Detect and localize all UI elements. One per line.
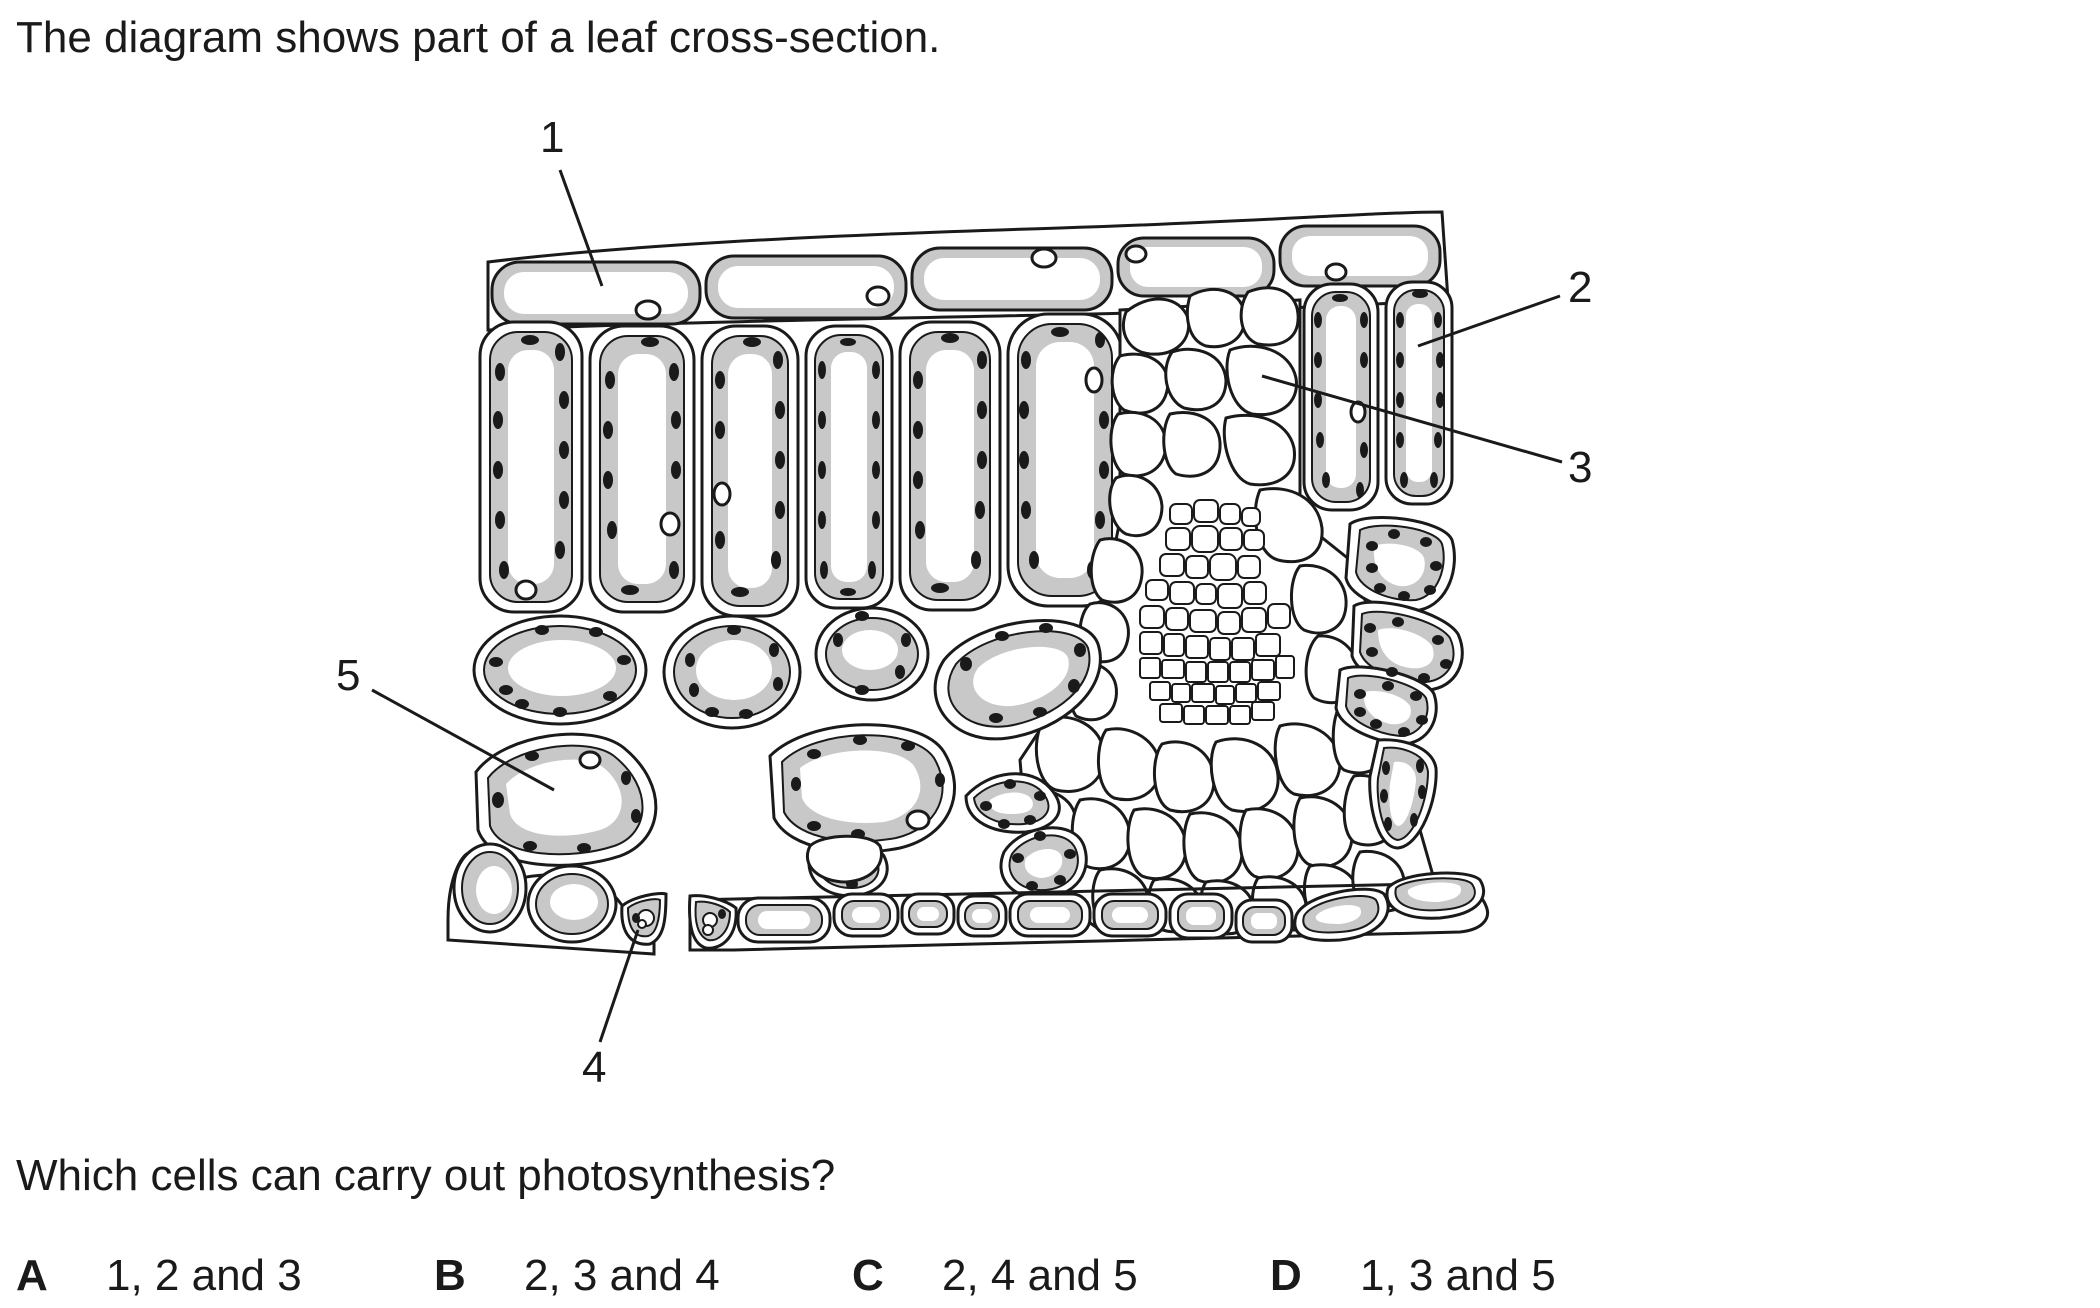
palisade-cell (1302, 282, 1380, 512)
label-lines (371, 169, 1563, 1043)
spongy-cell (814, 606, 930, 702)
option-letter: C (852, 1251, 884, 1300)
palisade-cell (588, 324, 696, 614)
palisade-cell (804, 324, 894, 610)
lower-epidermis-cell (526, 864, 618, 944)
label-3: 3 (1568, 443, 1592, 492)
lower-epidermis (446, 834, 1489, 956)
lower-epidermis-cell (956, 894, 1008, 938)
spongy-cell (472, 614, 648, 726)
spongy-cell (964, 772, 1061, 834)
label-5: 5 (336, 651, 360, 700)
guard-cell (620, 892, 668, 946)
lower-epidermis-cell (832, 892, 900, 938)
chloroplasts-spongy (489, 611, 1086, 891)
question-stem: Which cells can carry out photosynthesis… (16, 1151, 836, 1200)
label-text: 1 2 3 4 5 (336, 113, 1592, 1090)
palisade-layer (478, 280, 1454, 618)
lower-epidermis-cell (900, 892, 956, 936)
lower-epidermis-cell (1293, 887, 1390, 942)
guard-cell (688, 894, 738, 950)
option-letter: B (434, 1251, 466, 1300)
palisade-cell (478, 320, 584, 614)
leaf-cross-section-diagram: 1 2 3 4 5 (336, 113, 1592, 1090)
answer-options: A 1, 2 and 3 B 2, 3 and 4 C 2, 4 and 5 D 1, … (16, 1248, 1716, 1304)
option-d[interactable]: D 1, 3 and 5 (1270, 1248, 1556, 1304)
option-b[interactable]: B 2, 3 and 4 (434, 1248, 720, 1304)
option-c[interactable]: C 2, 4 and 5 (852, 1248, 1138, 1304)
lower-epidermis-cell (806, 834, 883, 884)
palisade-cell (700, 324, 800, 618)
lower-epidermis-cell (452, 842, 528, 934)
label-2: 2 (1568, 263, 1592, 312)
lower-epidermis-cell (736, 896, 832, 944)
label-1: 1 (540, 113, 564, 162)
spongy-cell (768, 723, 957, 854)
option-letter: D (1270, 1251, 1302, 1300)
question-intro: The diagram shows part of a leaf cross-s… (16, 13, 941, 62)
option-a[interactable]: A 1, 2 and 3 (16, 1248, 302, 1304)
xylem-phloem (1139, 499, 1295, 725)
option-text: 1, 2 and 3 (106, 1251, 302, 1300)
option-text: 2, 4 and 5 (942, 1251, 1138, 1300)
spongy-cells-right (1334, 516, 1464, 850)
lower-epidermis-cell (1092, 892, 1168, 938)
chloroplasts-right (1354, 529, 1452, 831)
option-letter: A (16, 1251, 48, 1300)
spongy-mesophyll (472, 606, 1102, 900)
option-text: 1, 3 and 5 (1360, 1251, 1556, 1300)
option-text: 2, 3 and 4 (524, 1251, 720, 1300)
lower-epidermis-cell (1385, 871, 1486, 920)
lower-epidermis-cell (1008, 892, 1092, 938)
palisade-cell (1006, 312, 1124, 608)
palisade-cell (1384, 280, 1454, 506)
palisade-cell (898, 320, 1002, 612)
spongy-cell (662, 614, 802, 730)
lower-epidermis-cell (1168, 892, 1234, 940)
lower-epidermis-cell (1234, 898, 1294, 944)
spongy-cell (933, 619, 1102, 741)
label-4: 4 (582, 1043, 606, 1090)
